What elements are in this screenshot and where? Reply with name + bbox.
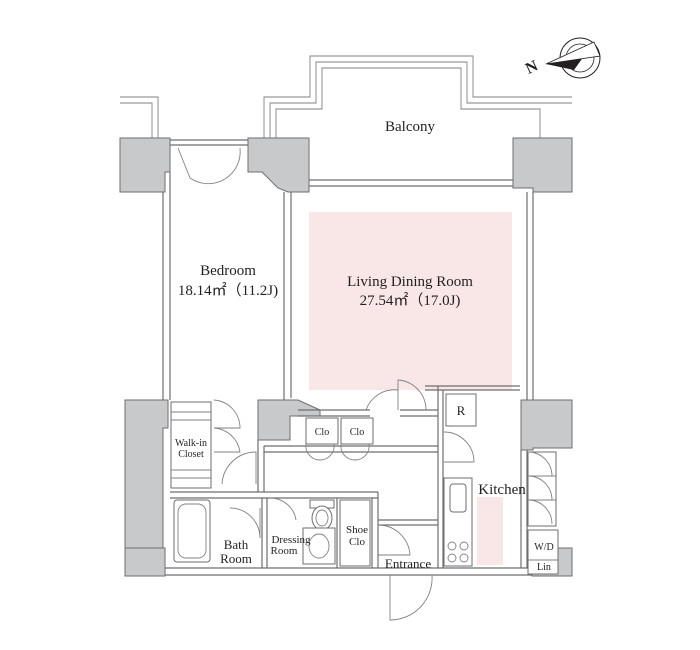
bathtub-inner bbox=[177, 503, 207, 559]
bathtub bbox=[173, 499, 211, 563]
bedroom-label: Bedroom bbox=[200, 263, 256, 279]
bedroom-area: 18.14㎡（11.2J) bbox=[178, 282, 278, 299]
shoe-clo-label-line1: Shoe bbox=[346, 524, 368, 536]
clo-left-label: Clo bbox=[315, 427, 329, 438]
walk-in-label-line2: Closet bbox=[178, 449, 204, 460]
walk-in-label-line1: Walk-in bbox=[175, 438, 207, 449]
living-area: 27.54㎡（17.0J) bbox=[360, 292, 461, 309]
washbasin bbox=[302, 527, 336, 565]
north-letter: N bbox=[523, 57, 541, 77]
dressing-label-line2: Room bbox=[271, 545, 298, 557]
shoe-closet-box bbox=[339, 499, 371, 567]
bath-label-line1: Bath bbox=[224, 537, 249, 552]
kitchen-cabinet bbox=[527, 451, 557, 527]
kitchen-counter bbox=[443, 477, 473, 567]
entrance-label: Entrance bbox=[385, 556, 431, 571]
north-compass-icon bbox=[545, 37, 601, 79]
washer-dryer-label: W/D bbox=[534, 542, 553, 553]
toilet bbox=[309, 499, 335, 531]
clo-right-box bbox=[340, 417, 374, 445]
living-floor-highlight bbox=[309, 212, 512, 390]
clo-left-box bbox=[305, 417, 339, 445]
refrigerator-box bbox=[445, 393, 477, 427]
dressing-label-line1: Dressing bbox=[271, 534, 311, 546]
kitchen-label: Kitchen bbox=[478, 482, 526, 498]
clo-right-label: Clo bbox=[350, 427, 364, 438]
kitchen-floor-highlight bbox=[477, 497, 503, 565]
clo-doors bbox=[305, 443, 370, 461]
doors bbox=[177, 147, 475, 621]
refrigerator-label: R bbox=[457, 403, 466, 418]
washer-dryer-box bbox=[527, 529, 559, 575]
linen-label: Lin bbox=[537, 562, 551, 573]
bath-label-line2: Room bbox=[220, 551, 252, 566]
shoe-clo-label-line2: Clo bbox=[349, 536, 365, 548]
balcony-railing bbox=[120, 55, 572, 138]
walk-in-closet-shelves bbox=[170, 401, 212, 489]
living-label: Living Dining Room bbox=[347, 274, 473, 290]
balcony-label: Balcony bbox=[385, 119, 435, 135]
